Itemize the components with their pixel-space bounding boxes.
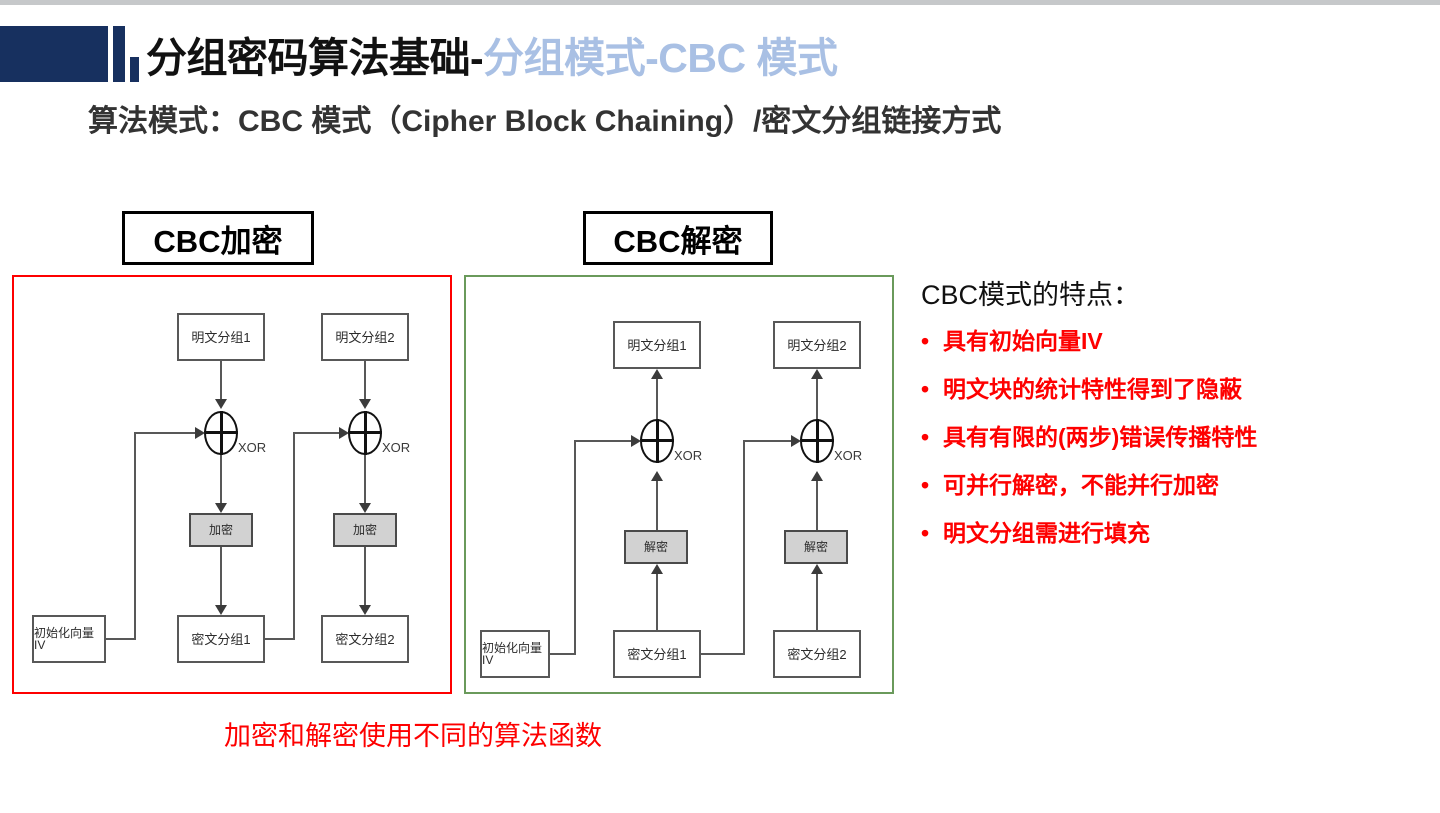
dec-xor-icon-1 xyxy=(640,419,674,463)
enc-line-iv-up xyxy=(134,432,136,640)
dec-arrow-xor2-to-plain2 xyxy=(811,369,823,379)
page-title: 分组密码算法基础-分组模式-CBC 模式 xyxy=(146,24,838,84)
enc-xor-icon-1 xyxy=(204,411,238,455)
bullet-icon: • xyxy=(921,520,930,546)
enc-line-op1-to-cipher1 xyxy=(220,547,222,609)
bullet-icon: • xyxy=(921,472,930,498)
dec-arrow-cipher1-to-op1 xyxy=(651,564,663,574)
dec-line-iv-to-xor1 xyxy=(574,440,638,442)
list-item: • 明文分组需进行填充 xyxy=(921,522,1391,545)
list-item: • 具有有限的(两步)错误传播特性 xyxy=(921,426,1391,449)
enc-operation-box-1: 加密 xyxy=(189,513,253,547)
enc-line-c1-up xyxy=(293,432,295,640)
dec-line-iv-up xyxy=(574,440,576,655)
dec-ciphertext-block-2: 密文分组2 xyxy=(773,630,861,678)
dec-arrow-cipher2-to-op2 xyxy=(811,564,823,574)
enc-line-xor2-to-op2 xyxy=(364,455,366,507)
dec-xor-label-1: XOR xyxy=(674,448,703,463)
dec-line-op1-to-xor1 xyxy=(656,473,658,539)
dec-line-c1-up xyxy=(743,440,745,655)
dec-xor-icon-2 xyxy=(800,419,834,463)
enc-xor-icon-2 xyxy=(348,411,382,455)
enc-line-c1-right xyxy=(265,638,295,640)
dec-arrow-op1-to-xor1 xyxy=(651,471,663,481)
dec-operation-box-1: 解密 xyxy=(624,530,688,564)
dec-arrow-op2-to-xor2 xyxy=(811,471,823,481)
bullet-icon: • xyxy=(921,424,930,450)
enc-arrow-op1-to-cipher1 xyxy=(215,605,227,615)
enc-arrow-plain2-to-xor xyxy=(359,399,371,409)
enc-ciphertext-block-2: 密文分组2 xyxy=(321,615,409,663)
header-accent-bar-tall xyxy=(113,26,125,82)
enc-plaintext-block-2: 明文分组2 xyxy=(321,313,409,361)
dec-line-op2-to-xor2 xyxy=(816,473,818,539)
page-subtitle: 算法模式：CBC 模式（Cipher Block Chaining）/密文分组链… xyxy=(88,105,1002,138)
decrypt-diagram-frame: 明文分组1 明文分组2 XOR XOR 解密 解密 初始化向量IV 密文分组1 … xyxy=(464,275,894,694)
header-accent-bar-short xyxy=(130,57,139,82)
list-item: • 具有初始向量IV xyxy=(921,330,1391,353)
enc-xor-label-1: XOR xyxy=(238,440,267,455)
enc-arrow-plain1-to-xor xyxy=(215,399,227,409)
encrypt-diagram-caption: CBC加密 xyxy=(122,211,314,265)
dec-xor-label-2: XOR xyxy=(834,448,863,463)
enc-line-xor1-to-op1 xyxy=(220,455,222,507)
dec-line-c1-right xyxy=(701,653,745,655)
dec-line-xor2-to-plain2 xyxy=(816,371,818,419)
page-title-main: 分组密码算法基础- xyxy=(146,35,484,81)
enc-line-c1-to-xor2 xyxy=(293,432,346,434)
dec-plaintext-block-2: 明文分组2 xyxy=(773,321,861,369)
encrypt-diagram-frame: 明文分组1 明文分组2 XOR XOR 加密 加密 初始化向量IV 密文分组1 … xyxy=(12,275,452,694)
features-list: • 具有初始向量IV • 明文块的统计特性得到了隐蔽 • 具有有限的(两步)错误… xyxy=(921,330,1391,570)
dec-plaintext-block-1: 明文分组1 xyxy=(613,321,701,369)
enc-plaintext-block-1: 明文分组1 xyxy=(177,313,265,361)
enc-line-op2-to-cipher2 xyxy=(364,547,366,609)
feature-text: 具有有限的(两步)错误传播特性 xyxy=(943,424,1258,450)
dec-arrow-xor1-to-plain1 xyxy=(651,369,663,379)
dec-arrow-iv-to-xor1 xyxy=(631,435,641,447)
enc-ciphertext-block-1: 密文分组1 xyxy=(177,615,265,663)
dec-line-iv-right xyxy=(550,653,576,655)
decrypt-diagram-caption: CBC解密 xyxy=(583,211,773,265)
enc-arrow-c1-to-xor2 xyxy=(339,427,349,439)
enc-arrow-xor2-to-op2 xyxy=(359,503,371,513)
enc-line-iv-right xyxy=(106,638,136,640)
dec-ciphertext-block-1: 密文分组1 xyxy=(613,630,701,678)
bullet-icon: • xyxy=(921,328,930,354)
dec-arrow-c1-to-xor2 xyxy=(791,435,801,447)
enc-arrow-op2-to-cipher2 xyxy=(359,605,371,615)
enc-line-plain2-to-xor xyxy=(364,361,366,403)
dec-operation-box-2: 解密 xyxy=(784,530,848,564)
enc-iv-box: 初始化向量IV xyxy=(32,615,106,663)
feature-text: 明文分组需进行填充 xyxy=(943,520,1150,546)
feature-text: 具有初始向量IV xyxy=(943,328,1103,354)
enc-xor-label-2: XOR xyxy=(382,440,411,455)
dec-line-xor1-to-plain1 xyxy=(656,371,658,419)
bottom-caption: 加密和解密使用不同的算法函数 xyxy=(224,721,602,751)
enc-operation-box-2: 加密 xyxy=(333,513,397,547)
features-heading: CBC模式的特点： xyxy=(921,280,1141,310)
list-item: • 明文块的统计特性得到了隐蔽 xyxy=(921,378,1391,401)
feature-text: 明文块的统计特性得到了隐蔽 xyxy=(943,376,1242,402)
dec-iv-box: 初始化向量IV xyxy=(480,630,550,678)
header-accent-block xyxy=(0,26,108,82)
page-title-accent: 分组模式-CBC 模式 xyxy=(483,35,838,81)
enc-arrow-iv-to-xor1 xyxy=(195,427,205,439)
dec-line-cipher2-to-op2 xyxy=(816,566,818,632)
dec-line-c1-to-xor2 xyxy=(743,440,798,442)
enc-arrow-xor1-to-op1 xyxy=(215,503,227,513)
bullet-icon: • xyxy=(921,376,930,402)
list-item: • 可并行解密，不能并行加密 xyxy=(921,474,1391,497)
feature-text: 可并行解密，不能并行加密 xyxy=(943,472,1219,498)
dec-line-cipher1-to-op1 xyxy=(656,566,658,632)
top-strip xyxy=(0,0,1440,5)
enc-line-plain1-to-xor xyxy=(220,361,222,403)
enc-line-iv-to-xor1 xyxy=(134,432,202,434)
